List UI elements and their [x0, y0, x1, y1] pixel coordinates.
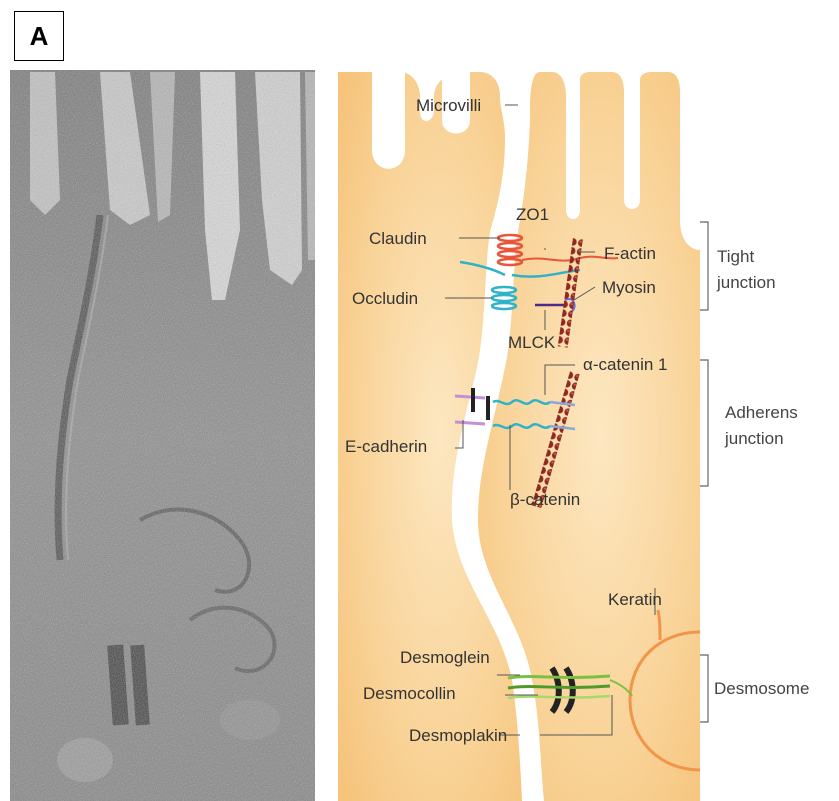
label-occludin: Occludin [352, 289, 418, 308]
region-adherens-line1: Adherens [725, 403, 798, 422]
region-adherens-line2: junction [724, 429, 784, 448]
label-desmoglein: Desmoglein [400, 648, 490, 667]
bracket-tight-junction [700, 222, 708, 310]
region-tight-line2: junction [716, 273, 776, 292]
label-desmocollin: Desmocollin [363, 684, 456, 703]
label-desmoplakin: Desmoplakin [409, 726, 507, 745]
bracket-adherens-junction [700, 360, 708, 486]
electron-micrograph [10, 70, 315, 801]
label-mlck: MLCK [508, 333, 556, 352]
bracket-desmosome [700, 655, 708, 722]
label-f-actin: F-actin [604, 244, 656, 263]
label-e-cadherin: E-cadherin [345, 437, 427, 456]
region-tight-line1: Tight [717, 247, 754, 266]
junction-schematic: Microvilli ZO1 Claudin F-actin Occludin … [338, 72, 809, 801]
label-keratin: Keratin [608, 590, 662, 609]
label-zo1: ZO1 [516, 205, 549, 224]
label-myosin: Myosin [602, 278, 656, 297]
region-brackets [700, 222, 708, 722]
label-beta-catenin: β-catenin [510, 490, 580, 509]
label-claudin: Claudin [369, 229, 427, 248]
label-microvilli: Microvilli [416, 96, 481, 115]
region-desmosome: Desmosome [714, 679, 809, 698]
label-alpha-catenin: α-catenin 1 [583, 355, 668, 374]
